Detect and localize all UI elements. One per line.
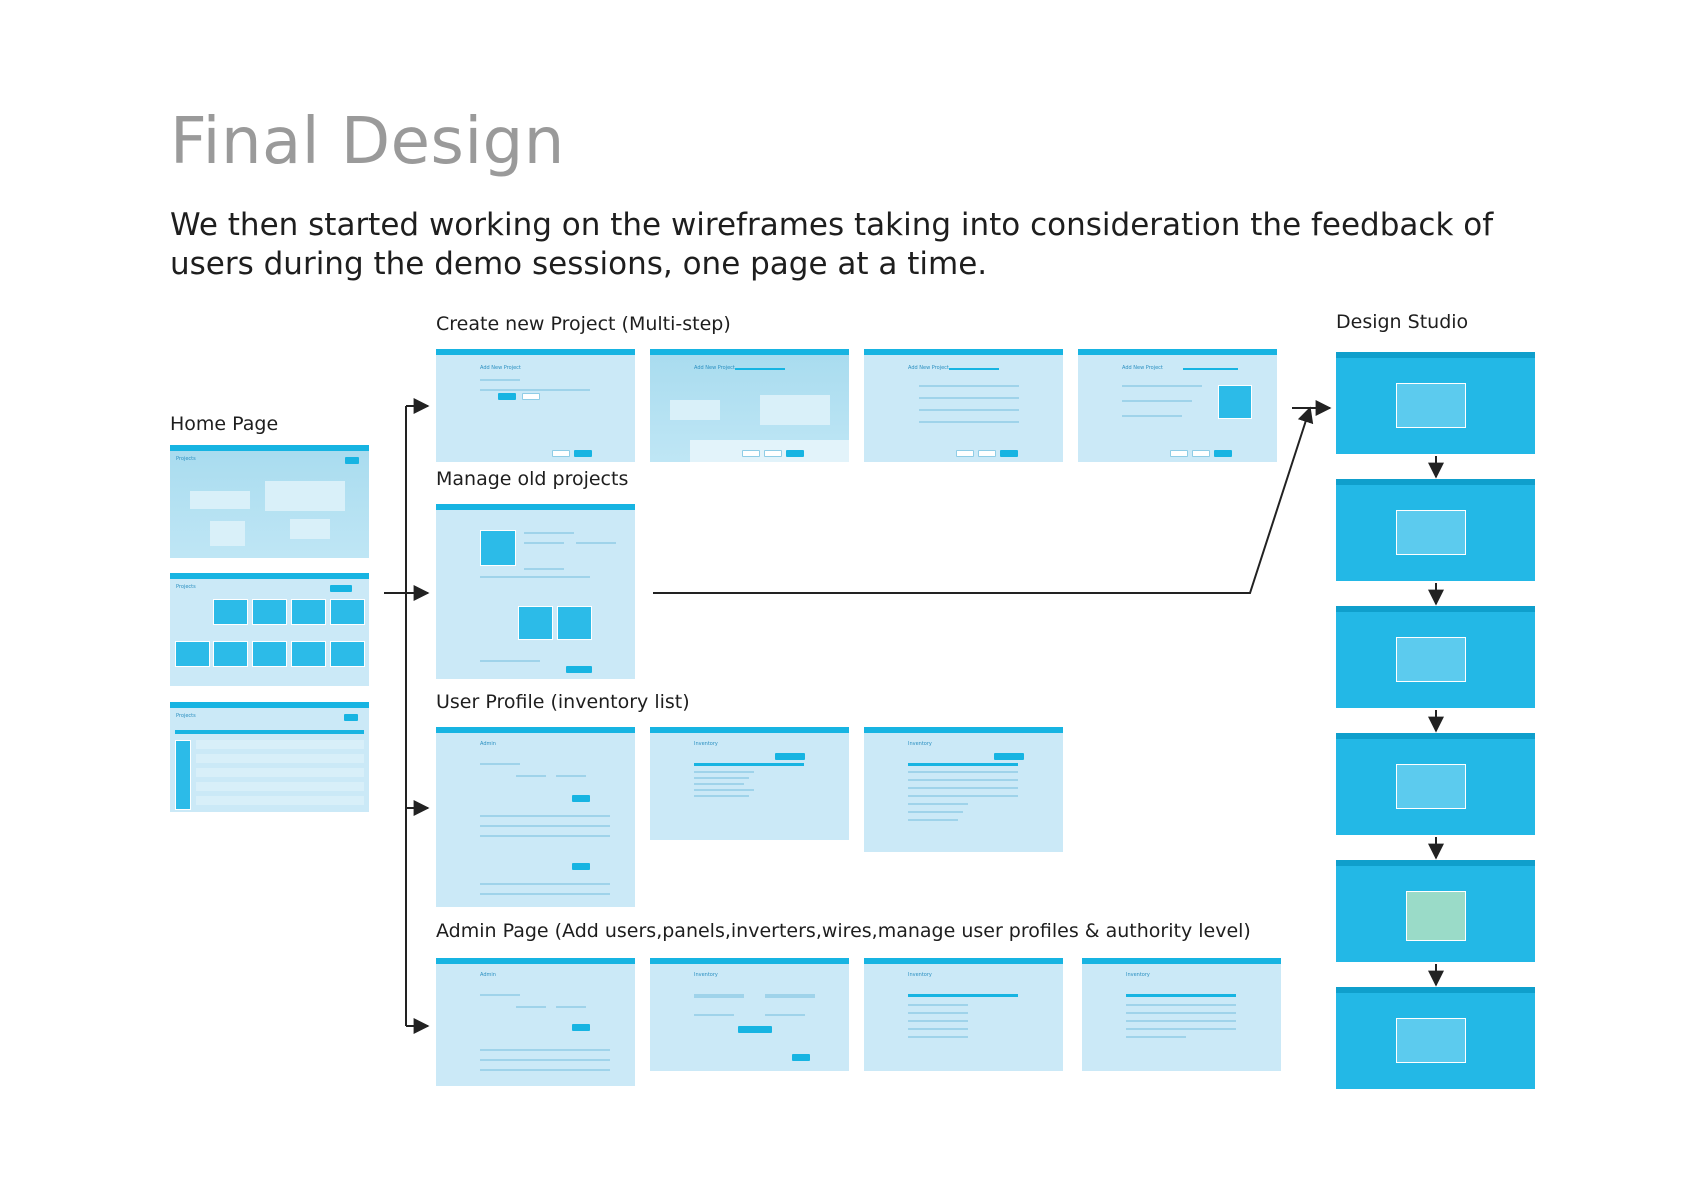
- label-admin-page: Admin Page (Add users,panels,inverters,w…: [436, 920, 1251, 942]
- thumb-title: Add New Project: [908, 365, 949, 371]
- home-grid-thumbnail: Projects: [170, 573, 369, 686]
- home-list-thumbnail: Projects: [170, 702, 369, 812]
- thumb-title: Admin: [480, 741, 496, 747]
- thumb-title: Projects: [176, 713, 196, 719]
- admin-thumbnail-2: Inventory: [650, 958, 849, 1071]
- thumb-title: Inventory: [694, 972, 718, 978]
- label-design-studio: Design Studio: [1336, 311, 1469, 333]
- page-subtitle: We then started working on the wireframe…: [170, 207, 1494, 282]
- thumb-title: Projects: [176, 456, 196, 462]
- create-step1-thumbnail: Add New Project: [436, 349, 635, 462]
- admin-thumbnail-1: Admin: [436, 958, 635, 1086]
- inventory-thumbnail-1: Inventory: [650, 727, 849, 840]
- design-studio-thumbnail-6: [1336, 987, 1535, 1089]
- design-studio-thumbnail-4: [1336, 733, 1535, 835]
- create-step3-thumbnail: Add New Project: [864, 349, 1063, 462]
- admin-thumbnail-4: Inventory: [1082, 958, 1281, 1071]
- arrow-manage-to-studio: [653, 406, 1314, 594]
- create-step2-thumbnail: Add New Project: [650, 349, 849, 462]
- thumb-title: Admin: [480, 972, 496, 978]
- create-step4-thumbnail: Add New Project: [1078, 349, 1277, 462]
- manage-projects-thumbnail: [436, 504, 635, 679]
- design-studio-thumbnail-5: [1336, 860, 1535, 962]
- page-title: Final Design: [170, 105, 565, 179]
- thumb-title: Inventory: [694, 741, 718, 747]
- design-studio-thumbnail-1: [1336, 352, 1535, 454]
- thumb-title: Inventory: [1126, 972, 1150, 978]
- thumb-title: Inventory: [908, 741, 932, 747]
- design-studio-thumbnail-3: [1336, 606, 1535, 708]
- label-user-profile: User Profile (inventory list): [436, 691, 690, 713]
- thumb-title: Add New Project: [480, 365, 521, 371]
- user-profile-thumbnail: Admin: [436, 727, 635, 907]
- label-home-page: Home Page: [170, 413, 279, 435]
- thumb-title: Projects: [176, 584, 196, 590]
- label-create-project: Create new Project (Multi-step): [436, 313, 731, 335]
- design-studio-thumbnail-2: [1336, 479, 1535, 581]
- thumb-title: Add New Project: [694, 365, 735, 371]
- admin-thumbnail-3: Inventory: [864, 958, 1063, 1071]
- thumb-title: Inventory: [908, 972, 932, 978]
- thumb-title: Add New Project: [1122, 365, 1163, 371]
- inventory-thumbnail-2: Inventory: [864, 727, 1063, 852]
- label-manage-projects: Manage old projects: [436, 468, 629, 490]
- home-map-thumbnail: Projects: [170, 445, 369, 558]
